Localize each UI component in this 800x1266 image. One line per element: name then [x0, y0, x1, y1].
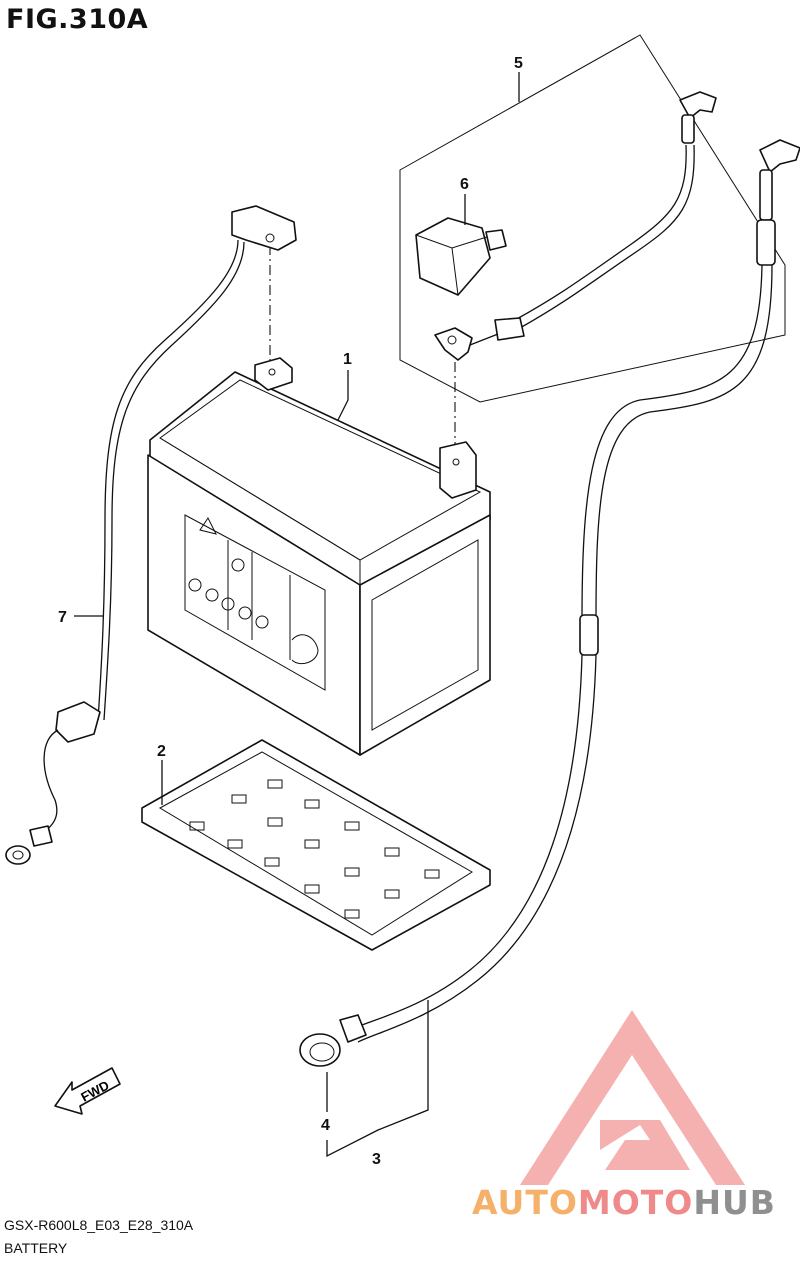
leader-3-bracket	[326, 1000, 429, 1158]
watermark-logo-icon	[520, 1010, 745, 1185]
callout-2: 2	[157, 743, 166, 760]
footer-name: BATTERY	[4, 1240, 68, 1256]
part-2-tray[interactable]	[141, 739, 491, 951]
part-3-cable[interactable]	[299, 139, 800, 1067]
part-5-cable[interactable]	[434, 91, 717, 361]
part-1-battery[interactable]	[147, 357, 491, 756]
figure-title: FIG.310A	[6, 4, 149, 35]
part-7-cable[interactable]	[5, 205, 297, 865]
callout-7: 7	[58, 609, 67, 626]
callout-3: 3	[372, 1151, 381, 1168]
fwd-arrow-icon: FWD	[54, 1067, 121, 1115]
watermark-brand-text: AUTOMOTOHUB	[472, 1183, 776, 1222]
part-6-cap[interactable]	[415, 217, 507, 296]
callout-1: 1	[343, 351, 352, 368]
brand-part-auto: AUTO	[472, 1183, 578, 1222]
kit-box-outline	[399, 34, 786, 403]
fwd-label: FWD	[78, 1077, 111, 1104]
callout-5: 5	[514, 55, 523, 72]
footer-code: GSX-R600L8_E03_E28_310A	[4, 1217, 194, 1233]
callout-6: 6	[460, 176, 469, 193]
brand-part-moto: MOTO	[577, 1183, 694, 1222]
callout-4: 4	[321, 1117, 330, 1134]
leader-1	[337, 370, 349, 421]
brand-part-hub: HUB	[693, 1183, 776, 1222]
